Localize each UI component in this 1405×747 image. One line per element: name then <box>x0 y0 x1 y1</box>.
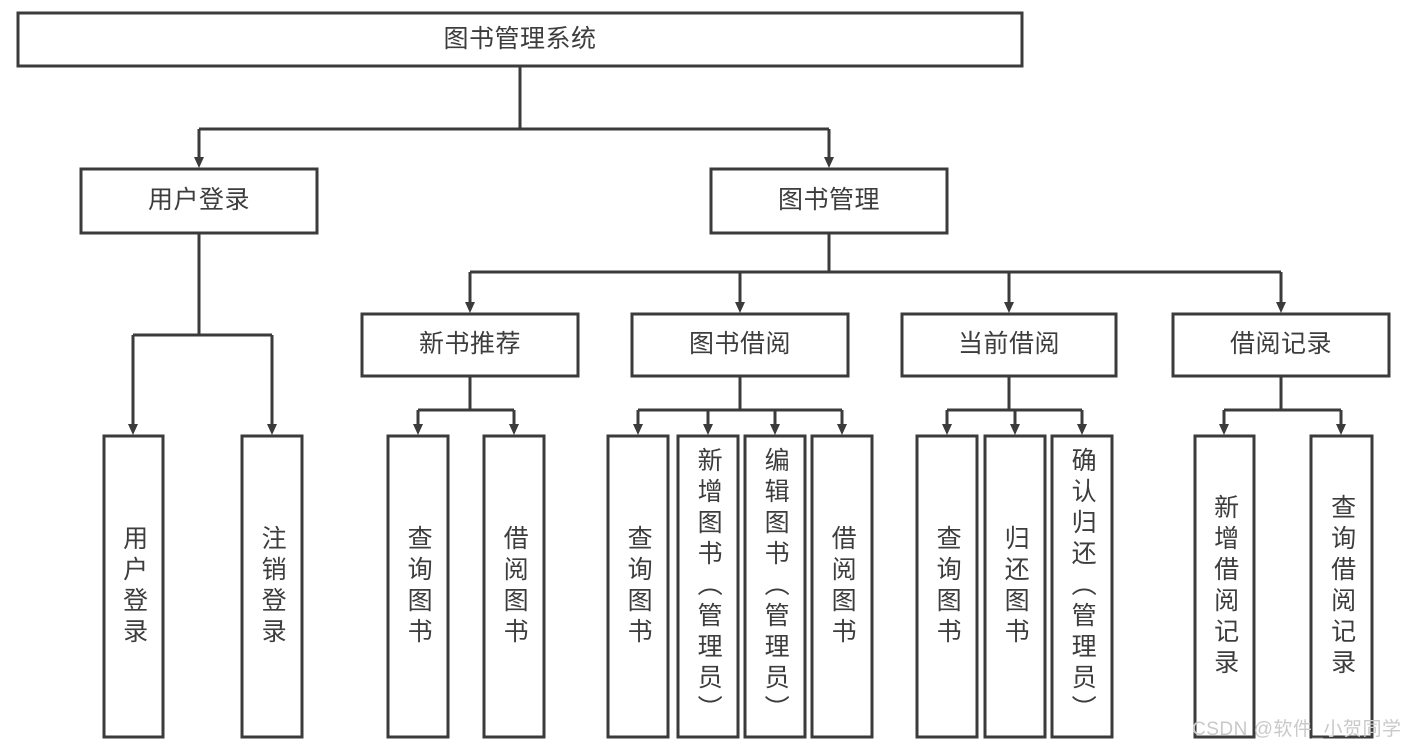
node-box-book-borrow[interactable] <box>630 312 850 378</box>
node-box-leaf-return-book[interactable] <box>983 434 1047 739</box>
node-box-user-login[interactable] <box>79 167 319 235</box>
node-box-leaf-add-record[interactable] <box>1193 434 1256 739</box>
node-box-leaf-query-book-3[interactable] <box>915 434 979 739</box>
node-box-root[interactable] <box>16 11 1024 68</box>
node-box-leaf-query-book-2[interactable] <box>606 434 670 739</box>
node-box-leaf-user-login[interactable] <box>102 434 165 739</box>
node-box-leaf-borrow-book-2[interactable] <box>810 434 874 739</box>
node-box-book-management[interactable] <box>709 167 949 235</box>
node-box-new-book-recommend[interactable] <box>360 312 580 378</box>
node-box-leaf-confirm-return[interactable] <box>1050 434 1114 739</box>
node-box-leaf-query-record[interactable] <box>1309 434 1374 739</box>
node-box-current-borrow[interactable] <box>900 312 1118 378</box>
node-box-leaf-query-book-1[interactable] <box>386 434 450 739</box>
node-box-leaf-logout[interactable] <box>240 434 304 739</box>
csdn-watermark: CSDN @软件_小贺同学 <box>1192 719 1402 740</box>
node-box-leaf-add-book[interactable] <box>676 434 740 739</box>
node-box-leaf-borrow-book-1[interactable] <box>482 434 546 739</box>
node-box-borrow-record[interactable] <box>1171 312 1391 378</box>
node-box-leaf-edit-book[interactable] <box>743 434 807 739</box>
